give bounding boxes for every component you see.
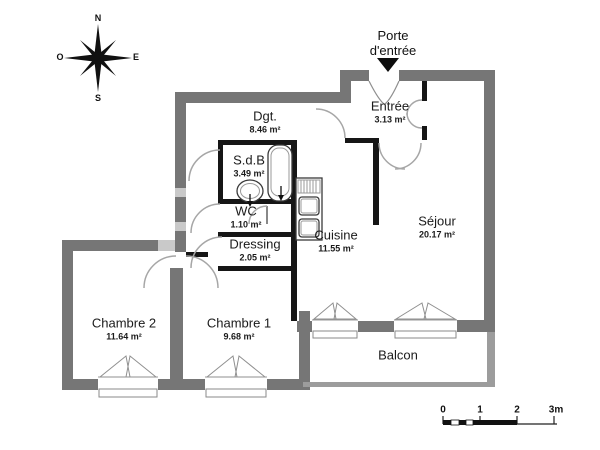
compass-south-label: S	[94, 92, 102, 103]
entrance-annotation-line2: d'entrée	[369, 43, 417, 58]
scale-tick-1: 1	[477, 404, 483, 416]
bathtub-icon	[267, 144, 293, 202]
room-area: 8.46 m²	[249, 124, 281, 135]
room-label-wc: WC 1.10 m²	[230, 203, 262, 230]
scale-tick-2: 2	[514, 404, 520, 416]
room-name: Dgt.	[253, 108, 277, 124]
room-label-chambre2: Chambre 2 11.64 m²	[91, 315, 157, 342]
compass-north-label: N	[94, 12, 102, 23]
room-area: 2.05 m²	[239, 252, 271, 263]
room-name: Balcon	[378, 347, 418, 363]
balcony-walls	[303, 332, 495, 387]
entrance-door	[368, 80, 400, 105]
room-name: Entrée	[370, 98, 410, 114]
interior-walls	[186, 81, 427, 321]
room-area: 1.10 m²	[230, 219, 262, 230]
scale-tick-3: 3m	[548, 404, 564, 416]
room-label-dressing: Dressing 2.05 m²	[229, 236, 281, 263]
room-label-dgt: Dgt. 8.46 m²	[249, 108, 281, 135]
room-name: Cuisine	[314, 227, 358, 243]
door-arcs	[143, 99, 423, 289]
room-name: S.d.B	[233, 152, 265, 168]
compass-west-label: O	[56, 51, 64, 62]
room-label-cuisine: Cuisine 11.55 m²	[314, 227, 358, 254]
window-chambre1	[205, 355, 267, 398]
room-name: WC	[235, 203, 257, 219]
bathroom-sink-icon	[236, 179, 264, 207]
compass-east-label: E	[132, 51, 140, 62]
kitchen-sink-icon	[295, 177, 323, 241]
room-area: 3.49 m²	[233, 168, 265, 179]
room-name: Chambre 2	[91, 315, 157, 331]
entrance-annotation: Porte d'entrée	[369, 28, 417, 59]
room-area: 9.68 m²	[223, 331, 255, 342]
compass-rose-icon	[64, 24, 132, 92]
window-sejour	[394, 302, 457, 339]
scale-tick-0: 0	[440, 404, 446, 416]
room-area: 20.17 m²	[418, 229, 456, 240]
room-label-sejour: Séjour 20.17 m²	[418, 213, 456, 240]
room-label-sdb: S.d.B 3.49 m²	[233, 152, 265, 179]
room-label-chambre1: Chambre 1 9.68 m²	[206, 315, 272, 342]
room-area: 11.64 m²	[106, 331, 142, 342]
room-name: Séjour	[418, 213, 456, 229]
room-area: 11.55 m²	[318, 243, 354, 254]
scale-bar	[442, 416, 557, 426]
entrance-arrow-icon	[377, 58, 399, 72]
room-name: Dressing	[229, 236, 281, 252]
room-area: 3.13 m²	[374, 114, 406, 125]
exterior-walls	[62, 70, 495, 390]
room-label-entree: Entrée 3.13 m²	[370, 98, 410, 125]
room-label-balcon: Balcon	[378, 347, 418, 364]
room-name: Chambre 1	[206, 315, 272, 331]
window-cuisine	[312, 302, 358, 339]
window-chambre2	[98, 355, 158, 398]
entrance-annotation-line1: Porte	[377, 28, 409, 44]
